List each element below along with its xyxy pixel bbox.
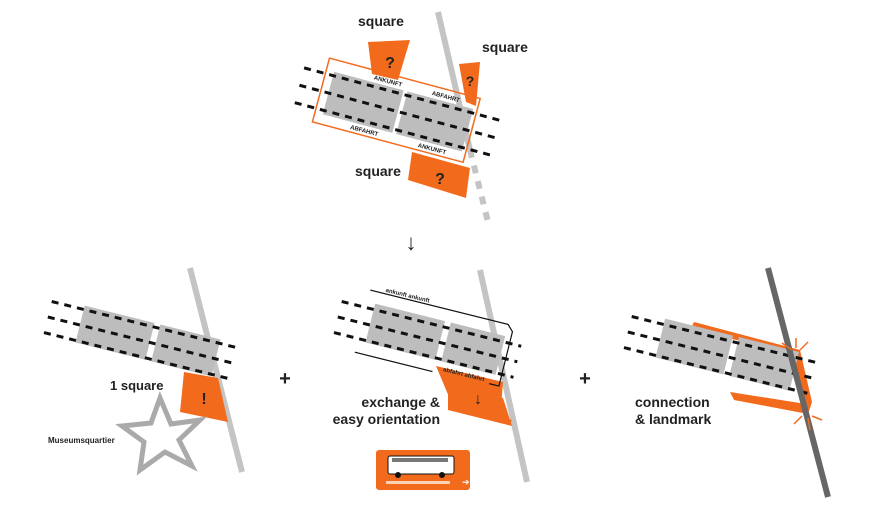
square-left-shape (368, 40, 410, 80)
platform-top: ANKUNFT ABFAHRT ABFAHRT ANKUNFT (294, 57, 503, 164)
label-square-bottom: square (355, 163, 401, 179)
label-orientation: easy orientation (333, 411, 440, 427)
square-shape (180, 372, 228, 422)
arrow-down-icon: ↓ (474, 391, 482, 408)
street-line (187, 267, 245, 473)
label-museumsquartier: Museumsquartier (48, 436, 115, 445)
label-one-square: 1 square (110, 378, 163, 393)
square-right-shape (459, 62, 480, 106)
label-square-left: square (358, 13, 404, 29)
plus-sign: + (279, 368, 291, 390)
down-arrow: ↓ (406, 230, 417, 255)
panel-connection: connection & landmark (623, 267, 831, 498)
exclamation-mark: ! (201, 391, 206, 408)
star-icon (115, 391, 208, 476)
bus-sign: ➔ (376, 450, 470, 490)
platform-label: ankunft ankunft (385, 288, 430, 305)
label-exchange: exchange & (361, 394, 440, 410)
label-landmark: & landmark (635, 411, 711, 427)
exchange-area (448, 386, 512, 426)
label-square-right: square (482, 39, 528, 55)
street-line-dashed (467, 149, 491, 223)
top-concept: ? ? ? square square square ANKUNFT ABFAH… (294, 11, 528, 223)
panel-one-square: ! 1 square Museumsquartier (43, 267, 245, 476)
question-mark: ? (385, 55, 395, 72)
question-mark: ? (466, 73, 475, 89)
highlight-burst (781, 338, 823, 431)
label-connection: connection (635, 394, 710, 410)
panel-exchange: ↓ ankunft ankunft abfahrt abfahrt exchan… (333, 269, 530, 490)
square-bottom-shape (408, 152, 470, 198)
arrow-right-icon: ➔ (462, 477, 470, 487)
question-mark: ? (435, 171, 445, 188)
street-line-dark (765, 267, 831, 498)
plus-sign: + (579, 368, 591, 390)
